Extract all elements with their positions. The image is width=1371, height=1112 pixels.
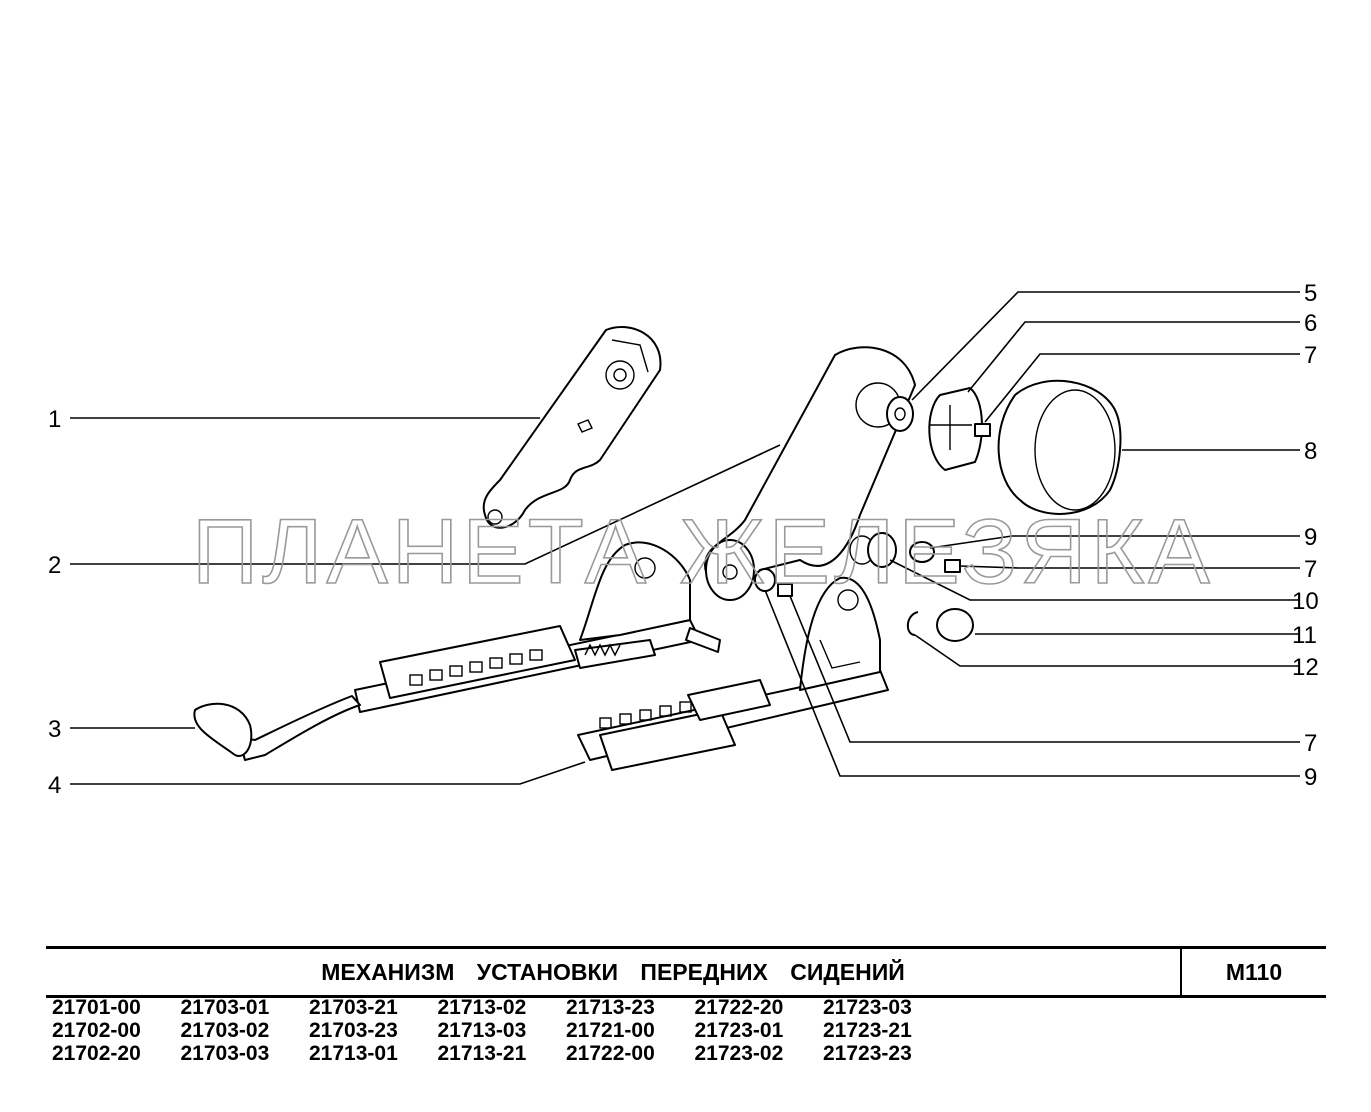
title-block: МЕХАНИЗМ УСТАНОВКИ ПЕРЕДНИХ СИДЕНИЙ М110: [46, 946, 1326, 998]
bushing-part-11: [936, 608, 974, 642]
circlip-part-12: [906, 611, 919, 636]
model-code: 21723-21: [823, 1019, 912, 1042]
model-code: 21703-02: [180, 1019, 270, 1042]
model-code: 21703-21: [309, 996, 398, 1019]
model-code: 21702-00: [52, 1019, 141, 1042]
model-code: 21713-01: [309, 1042, 398, 1065]
callout-12: 12: [1292, 654, 1319, 681]
callout-1: 1: [48, 406, 61, 433]
model-code: 21701-00: [52, 996, 141, 1019]
model-code: 21703-23: [309, 1019, 398, 1042]
watermark-text: ПЛАНЕТА ЖЕЛЕЗЯКА: [192, 501, 1214, 603]
model-code: 21713-21: [437, 1042, 527, 1065]
callout-9: 9: [1304, 524, 1317, 551]
ratchet-part-6: [928, 387, 983, 471]
callout-5: 5: [1304, 280, 1317, 307]
backrest-arm-part-2: [704, 346, 916, 601]
callout-7: 7: [1304, 730, 1317, 757]
model-code: 21723-01: [694, 1019, 784, 1042]
right-rail-part-4: [577, 576, 889, 771]
model-code: 21721-00: [566, 1019, 655, 1042]
callouts-left: 1 2 3 4: [48, 406, 61, 799]
callout-9: 9: [1304, 764, 1317, 791]
bolt-part-7-top: [974, 423, 991, 437]
model-code: 21702-20: [52, 1042, 141, 1065]
model-code: 21722-20: [694, 996, 784, 1019]
model-code: 21703-03: [180, 1042, 270, 1065]
callouts-right: 5 6 7 8 9 7 10 11 12 7 9: [1292, 280, 1319, 791]
knob-part-8: [997, 379, 1122, 515]
callout-3: 3: [48, 716, 61, 743]
model-code: 21723-03: [823, 996, 912, 1019]
model-list: 21701-00 21703-01 21703-21 21713-02 21713-23…: [52, 996, 1052, 1065]
model-code: 21713-23: [566, 996, 655, 1019]
leader-lines: [70, 291, 1300, 785]
callout-8: 8: [1304, 438, 1317, 465]
callout-6: 6: [1304, 310, 1317, 337]
model-code: 21723-23: [823, 1042, 912, 1065]
callout-7: 7: [1304, 556, 1317, 583]
model-row: 21702-00 21703-02 21703-23 21713-03 21721-00…: [52, 1019, 1052, 1042]
title-divider: [1180, 949, 1182, 995]
left-rail-assembly: [193, 541, 721, 761]
bolt-part-7-mid: [944, 559, 961, 573]
model-code: 21722-00: [566, 1042, 655, 1065]
callout-2: 2: [48, 552, 61, 579]
callout-7: 7: [1304, 342, 1317, 369]
bolt-part-7-bottom: [777, 583, 793, 597]
washer-part-5: [886, 396, 914, 432]
hinge-plate-part-1: [482, 325, 662, 529]
washer-part-9-top: [909, 541, 935, 563]
parts-diagram: 1 2 3 4 5 6 7 8 9 7 10 11 12 7 9 ПЛАНЕТА…: [48, 280, 1319, 799]
callout-11: 11: [1292, 622, 1317, 649]
small-parts: [754, 379, 1122, 642]
model-code: 21723-02: [694, 1042, 784, 1065]
bushing-part-10: [867, 532, 897, 568]
sheet-code: М110: [1225, 959, 1283, 985]
callout-4: 4: [48, 772, 61, 799]
model-code: 21713-03: [437, 1019, 527, 1042]
model-row: 21701-00 21703-01 21703-21 21713-02 21713-23…: [52, 996, 1052, 1019]
model-row: 21702-20 21703-03 21713-01 21713-21 21722-00…: [52, 1042, 1052, 1065]
callout-10: 10: [1292, 588, 1319, 615]
model-code: 21703-01: [180, 996, 270, 1019]
diagram-title: МЕХАНИЗМ УСТАНОВКИ ПЕРЕДНИХ СИДЕНИЙ: [321, 959, 905, 985]
model-code: 21713-02: [437, 996, 527, 1019]
